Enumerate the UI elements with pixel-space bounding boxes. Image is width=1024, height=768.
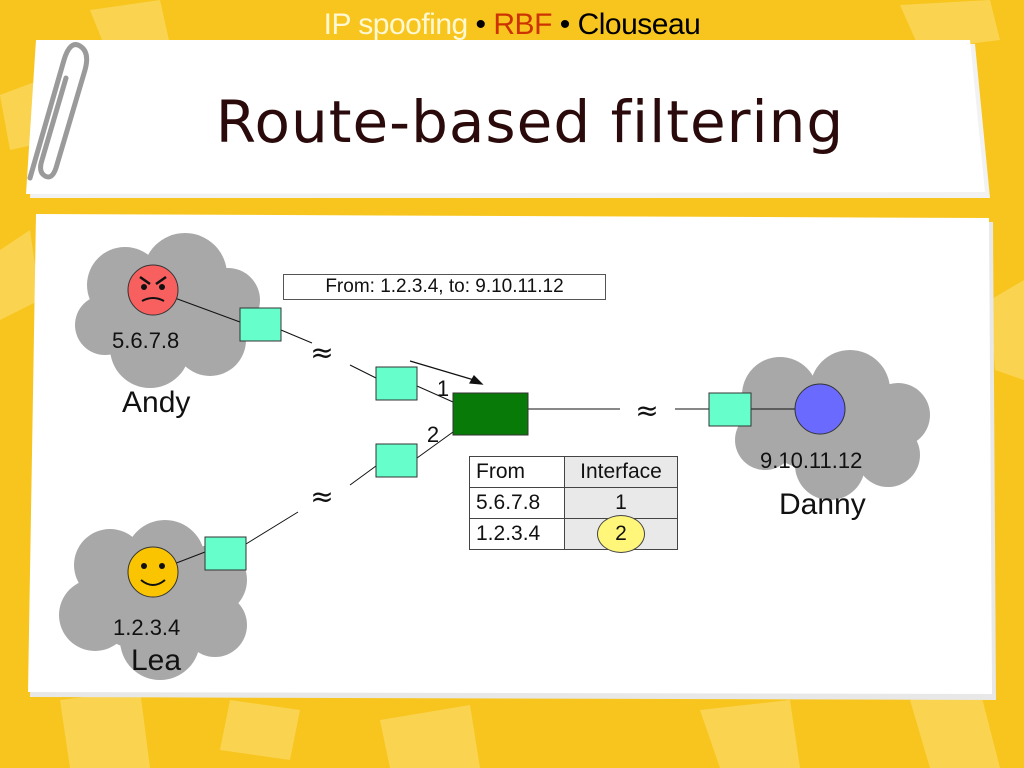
breadcrumb-separator: • [559,8,571,41]
lea-name-label: Lea [131,644,182,677]
wan-symbol-lea: ≈ [310,480,333,513]
table-cell-interface: 2 [564,515,678,553]
router-box [452,392,529,436]
nic-router-2 [375,443,418,478]
nic-danny [708,392,752,427]
andy-ip-label: 5.6.7.8 [112,328,180,353]
andy-name-label: Andy [122,386,191,419]
danny-ip-label: 9.10.11.12 [760,448,863,473]
wan-symbol-andy: ≈ [310,336,333,369]
table-header-interface: Interface [564,456,678,488]
table-cell-from: 1.2.3.4 [469,518,565,550]
table-header-from: From [469,456,565,488]
packet-arrow [409,360,484,385]
circle-node-icon [794,383,846,435]
table-cell-interface: 1 [564,487,678,519]
nic-andy [239,307,282,342]
table-row: 5.6.7.8 1 [469,487,678,519]
highlighted-interface: 2 [597,515,645,553]
lea-ip-label: 1.2.3.4 [113,615,181,640]
smiley-face-icon [127,546,179,598]
breadcrumb-item-ip-spoofing: IP spoofing [323,8,469,41]
breadcrumb-item-rbf: RBF [493,8,552,41]
nic-lea [204,536,247,571]
page-title: Route-based filtering [215,88,845,156]
breadcrumb-item-clouseau: Clouseau [577,8,701,41]
wan-symbol-danny: ≈ [635,394,658,427]
breadcrumb-separator: • [475,8,487,41]
routing-table: From Interface 5.6.7.8 1 1.2.3.4 2 [469,456,678,553]
table-header-row: From Interface [469,456,678,488]
table-cell-from: 5.6.7.8 [469,487,565,519]
breadcrumb: IP spoofing • RBF • Clouseau [0,8,1024,42]
paperclip-icon [27,42,90,181]
danny-name-label: Danny [779,488,866,521]
nic-router-1 [375,366,418,401]
router-interface-1-label: 1 [437,376,449,401]
table-row: 1.2.3.4 2 [469,515,678,553]
packet-header-label: From: 1.2.3.4, to: 9.10.11.12 [283,274,606,300]
angry-face-icon [127,264,179,316]
router-interface-2-label: 2 [427,422,439,447]
